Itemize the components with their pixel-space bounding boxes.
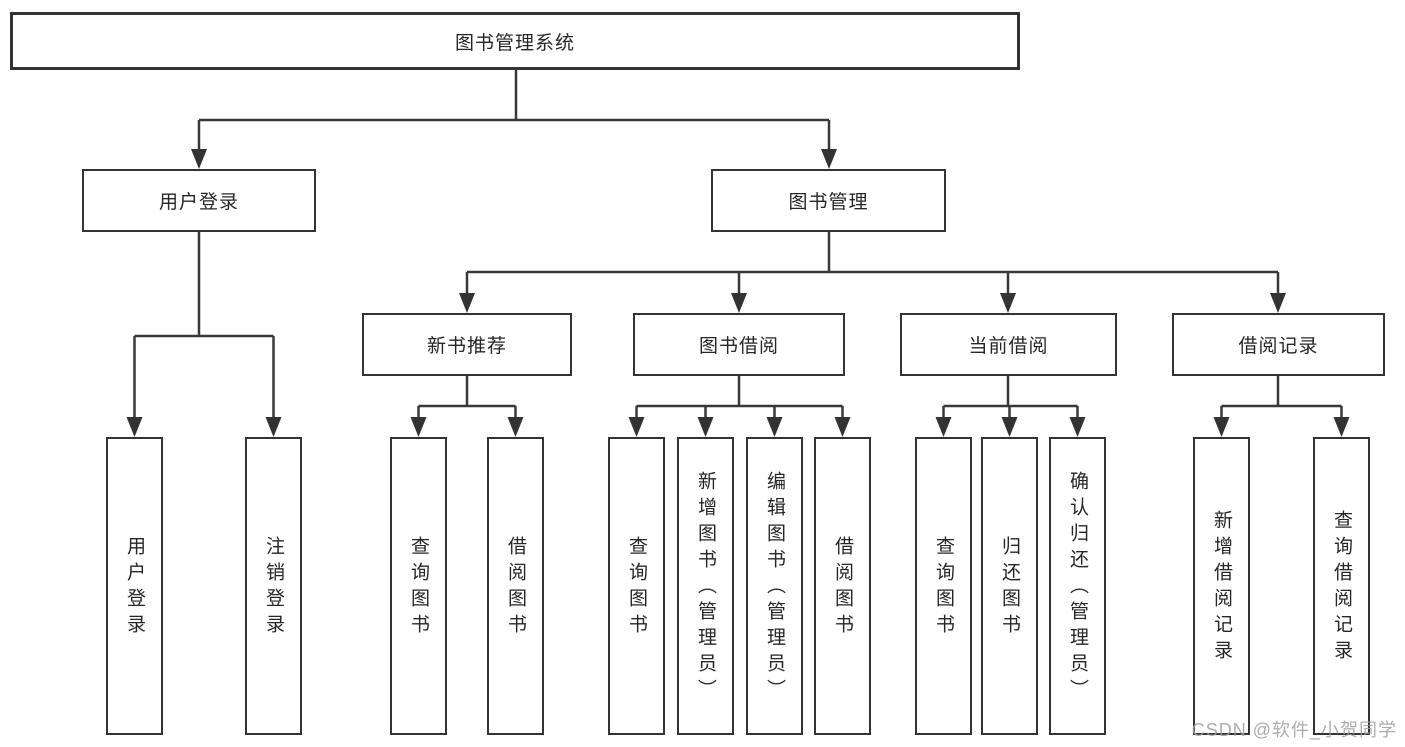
node-label: 确认归还（管理员） [1067, 471, 1088, 705]
node-book-borrow: 图书借阅 [633, 313, 845, 376]
node-label: 编辑图书（管理员） [764, 471, 785, 705]
leaf-add-borrow-record: 新增借阅记录 [1193, 437, 1250, 735]
node-label: 借阅图书 [505, 536, 526, 640]
node-new-book-recommend: 新书推荐 [362, 313, 572, 376]
connector-new-book-branch [410, 376, 524, 437]
leaf-query-books-current: 查询图书 [915, 437, 972, 735]
node-library-management-system: 图书管理系统 [10, 12, 1020, 70]
node-label: 注销登录 [263, 536, 284, 640]
node-label: 查询图书 [933, 536, 954, 640]
node-label: 查询图书 [626, 536, 647, 640]
node-label: 查询图书 [408, 536, 429, 640]
node-label: 图书借阅 [698, 336, 779, 357]
node-label: 图书管理系统 [454, 32, 575, 54]
leaf-borrow-books: 借阅图书 [814, 437, 871, 735]
node-label: 借阅图书 [832, 536, 853, 640]
leaf-logout: 注销登录 [245, 437, 302, 735]
connector-book-borrow-branch [628, 376, 851, 437]
node-label: 借阅记录 [1238, 336, 1319, 357]
leaf-add-books-admin: 新增图书（管理员） [677, 437, 734, 735]
node-label: 新增图书（管理员） [695, 471, 716, 705]
node-user-login: 用户登录 [82, 169, 316, 232]
node-book-management: 图书管理 [711, 169, 946, 232]
connector-current-borrow-branch [935, 376, 1086, 437]
node-label: 新增借阅记录 [1211, 510, 1232, 666]
connector-book-management-branch [459, 232, 1286, 313]
leaf-query-borrow-record: 查询借阅记录 [1313, 437, 1370, 735]
node-label: 新书推荐 [426, 336, 507, 357]
leaf-query-books-borrow: 查询图书 [608, 437, 665, 735]
node-borrow-records: 借阅记录 [1172, 313, 1385, 376]
node-current-borrow: 当前借阅 [900, 313, 1117, 376]
node-label: 归还图书 [999, 536, 1020, 640]
leaf-confirm-return-admin: 确认归还（管理员） [1049, 437, 1106, 735]
leaf-borrow-books-recommend: 借阅图书 [487, 437, 544, 735]
node-label: 图书管理 [788, 192, 869, 213]
node-label: 用户登录 [158, 192, 239, 213]
leaf-edit-books-admin: 编辑图书（管理员） [746, 437, 803, 735]
node-label: 当前借阅 [968, 336, 1049, 357]
node-label: 查询借阅记录 [1331, 510, 1352, 666]
connector-user-login-branch [126, 232, 282, 437]
leaf-return-books: 归还图书 [981, 437, 1038, 735]
node-label: 用户登录 [124, 536, 145, 640]
connector-root-to-level1 [191, 69, 837, 169]
connector-borrow-records-branch [1213, 376, 1350, 437]
leaf-user-login: 用户登录 [106, 437, 163, 735]
leaf-query-books-recommend: 查询图书 [390, 437, 447, 735]
